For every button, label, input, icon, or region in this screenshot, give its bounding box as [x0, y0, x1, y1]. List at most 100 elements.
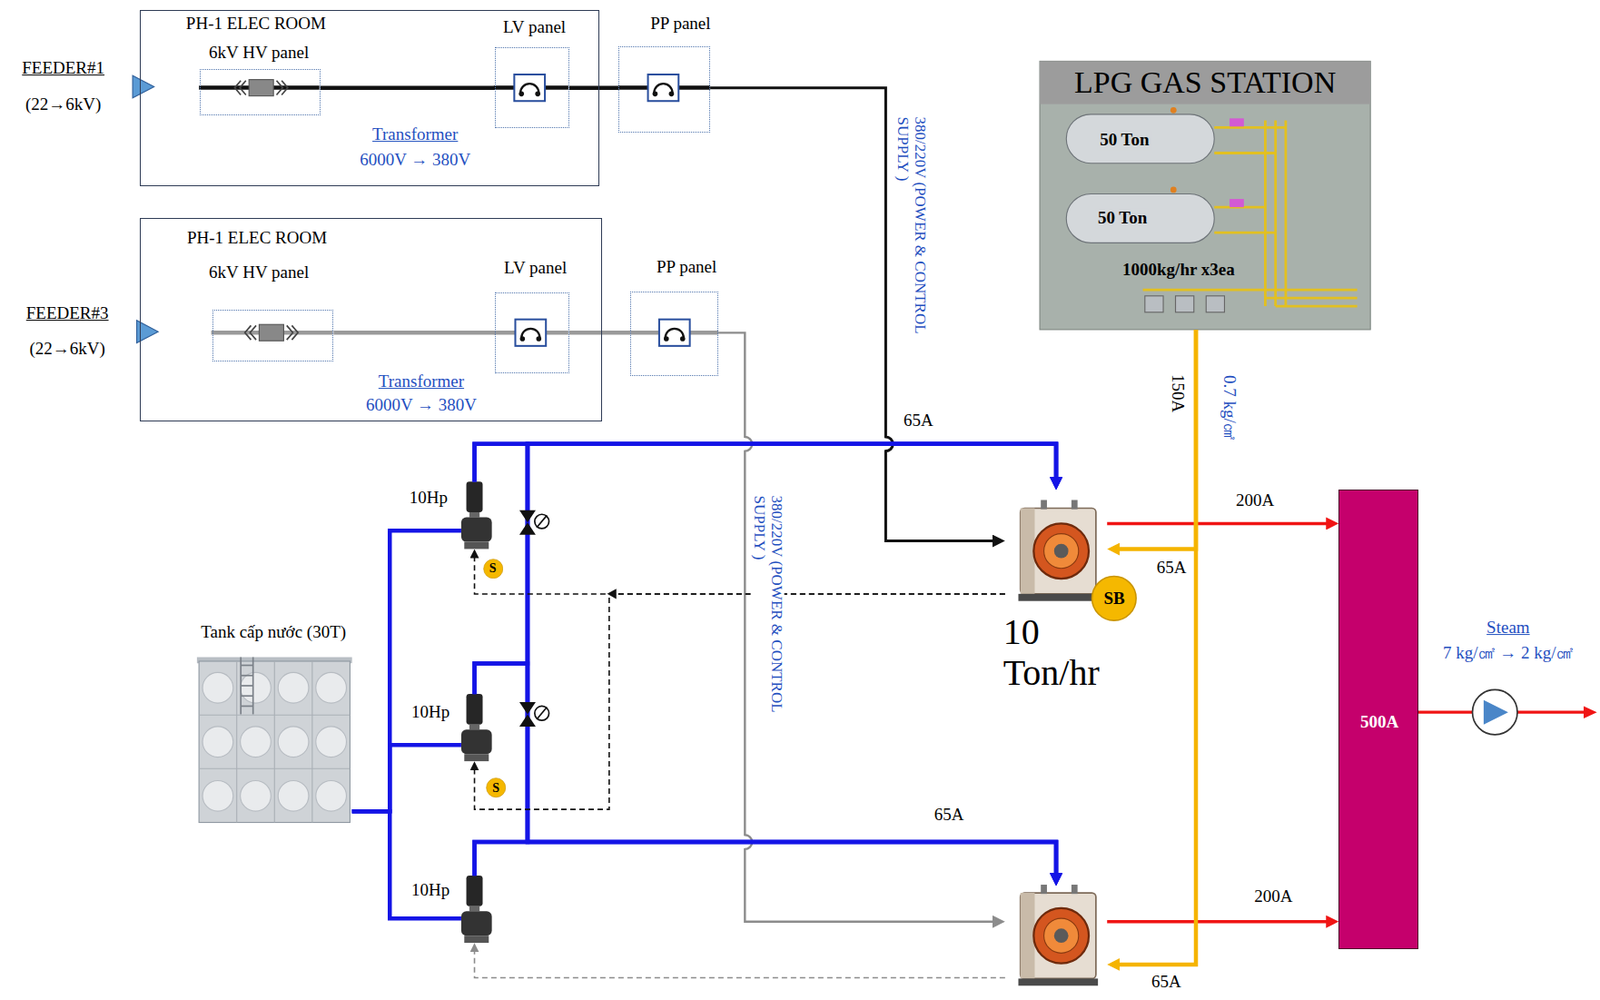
- feeder-arrow: [132, 75, 155, 99]
- lpg-station-drawing: [1039, 60, 1371, 329]
- annotation-label: 7 kg/㎠ → 2 kg/㎠: [1442, 642, 1574, 663]
- water-tank-drawing: [240, 780, 272, 811]
- connector-label: 65A: [932, 804, 967, 825]
- pump-drawing: [461, 481, 493, 549]
- water-tank-drawing: [202, 671, 234, 703]
- node-text: 10Hp: [409, 487, 448, 508]
- pipe-connector: [474, 444, 1057, 876]
- boiler-drawing: [1020, 507, 1036, 593]
- node-text: 6kV HV panel: [208, 42, 309, 63]
- pipe-connector: [352, 530, 462, 811]
- pipe-connector: [710, 88, 998, 542]
- water-tank-drawing: [202, 780, 234, 811]
- connector-label: 65A: [1155, 557, 1189, 578]
- boiler-drawing: [1071, 500, 1078, 510]
- boiler-drawing: [1044, 918, 1079, 953]
- boiler-drawing: [1054, 928, 1069, 943]
- water-tank-drawing: [198, 768, 350, 770]
- boiler-drawing: [1033, 908, 1089, 964]
- boiler-drawing: [1017, 977, 1098, 986]
- node-text: 50 Ton: [1096, 208, 1149, 229]
- water-tank-drawing: [311, 661, 313, 823]
- water-tank-drawing: [236, 661, 238, 823]
- water-tank: Tank cấp nước (30T): [194, 652, 353, 827]
- node-text: LPG GAS STATION: [1074, 64, 1336, 100]
- water-tank-drawing: [277, 671, 309, 703]
- pipe-connector: [569, 330, 632, 336]
- node-text: 500A: [1360, 712, 1399, 733]
- switchgear-symbol: [245, 324, 298, 341]
- lpg-station-drawing: [1145, 296, 1164, 313]
- lpg-station-drawing: [1143, 288, 1358, 292]
- node-text: PH-1 ELEC ROOM: [186, 13, 326, 34]
- flow-arrow: [607, 588, 617, 599]
- boiler-drawing: [1020, 892, 1097, 978]
- boiler-drawing: [1071, 884, 1078, 894]
- connector-label: 200A: [1252, 886, 1294, 907]
- annotation-label: 150A: [1167, 374, 1188, 413]
- water-tank-drawing: [198, 714, 350, 716]
- pipe-connector: [1106, 919, 1331, 923]
- lpg-station-drawing: [1264, 120, 1267, 307]
- boiler-drawing: [1017, 593, 1098, 602]
- node-text: 6000V → 380V: [365, 395, 477, 415]
- lpg-station-drawing: [1170, 187, 1177, 194]
- water-tank-drawing: [316, 726, 347, 758]
- badge-circle: [1092, 575, 1137, 621]
- pump-drawing: [464, 542, 489, 550]
- boiler-drawing: [1017, 884, 1098, 986]
- sensor-badge: S: [485, 777, 506, 798]
- boiler-drawing: [1020, 892, 1036, 978]
- node-text: 6kV HV panel: [208, 262, 309, 283]
- badge-circle: [483, 558, 503, 578]
- lpg-station-drawing: [1229, 198, 1245, 208]
- annotation-label: (22→6kV): [25, 94, 101, 115]
- pump-drawing: [461, 517, 493, 543]
- lpg-station-drawing: [1039, 60, 1371, 104]
- lpg-station-drawing: [1275, 305, 1358, 308]
- lv-panel: LV panel: [494, 292, 570, 374]
- gas-station: LPG GAS STATION50 Ton50 Ton1000kg/hr x3e…: [1039, 60, 1371, 330]
- annotation-label: (22→6kV): [29, 338, 105, 359]
- pipe-connector: [1115, 329, 1196, 965]
- sensor-badge: S: [483, 558, 504, 579]
- breaker-symbol: [648, 74, 680, 101]
- water-tank-drawing: [202, 726, 234, 758]
- pump-drawing: [466, 693, 484, 725]
- water-tank-drawing: [198, 661, 350, 823]
- node-text: S: [489, 561, 497, 576]
- node-text: LV panel: [503, 257, 567, 278]
- annotation-label: FEEDER#3: [26, 303, 109, 324]
- lpg-station-drawing: [1283, 120, 1287, 307]
- pipe-connector: [320, 85, 495, 90]
- valve-symbol: [519, 701, 550, 727]
- water-tank-drawing: [316, 780, 347, 811]
- node-text: PH-1 ELEC ROOM: [187, 227, 327, 248]
- water-tank-drawing: [277, 780, 309, 811]
- badge-circle: [486, 778, 506, 798]
- water-tank-drawing: [316, 671, 347, 703]
- boiler-drawing: [1033, 523, 1089, 579]
- node-text: Transformer: [372, 124, 458, 145]
- water-tank-drawing: [240, 684, 253, 687]
- busbar-line: [198, 88, 719, 334]
- steam-header: 500A: [1338, 489, 1419, 949]
- pump-drawing: [464, 935, 489, 943]
- pipe-connector: [474, 593, 1006, 810]
- node-text: 10Hp: [411, 701, 450, 722]
- water-tank-drawing: [240, 671, 272, 703]
- pump-drawing: [466, 481, 484, 513]
- node-text: 10 Ton/hr: [1003, 612, 1117, 694]
- pump: 10Hp: [461, 875, 493, 943]
- switchgear-symbol: [234, 79, 287, 97]
- pipe-connector: [718, 332, 998, 921]
- water-tank-drawing: [240, 664, 253, 667]
- annotation-label: Steam: [1486, 617, 1531, 638]
- pump-drawing: [461, 910, 493, 936]
- pipe-connector: [569, 85, 619, 90]
- annotation-label: 0.7 kg/㎠: [1219, 375, 1240, 442]
- pump-drawing: [464, 753, 489, 761]
- hv-panel: 6kV HV panel: [212, 309, 335, 361]
